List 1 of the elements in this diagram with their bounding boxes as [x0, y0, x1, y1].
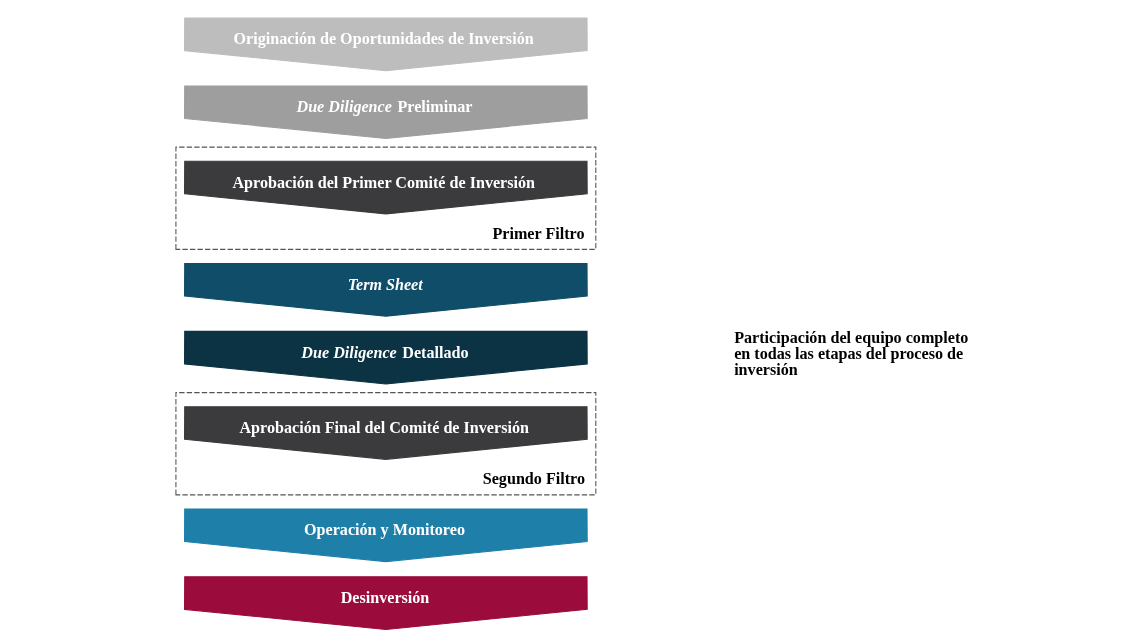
label: Participación del equipo completo en todas las etapas del proceso de inversión: [733, 328, 968, 378]
